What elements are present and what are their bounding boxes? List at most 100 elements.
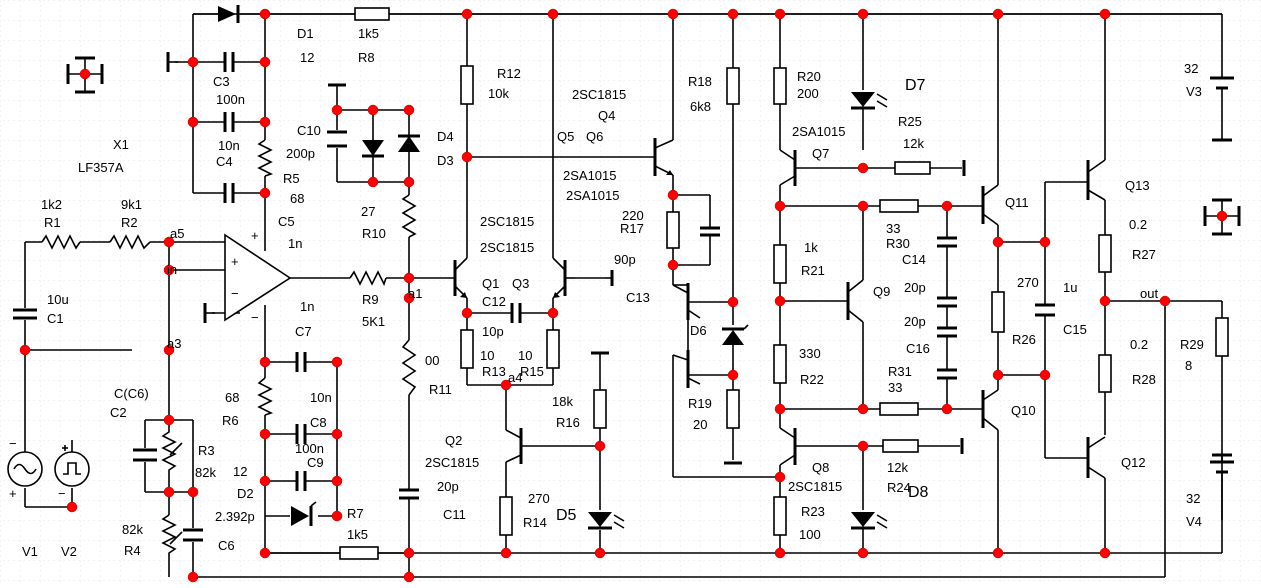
label-v3-value: 32	[1184, 61, 1198, 76]
junction-node	[259, 187, 271, 199]
junction-node	[66, 501, 78, 513]
label-in: in	[167, 262, 177, 277]
label-q13: Q13	[1125, 178, 1150, 193]
label-c10-value: 200p	[286, 146, 315, 161]
junction-node	[1039, 236, 1051, 248]
label-r18: R18	[688, 74, 712, 89]
label-r8-value: 1k5	[358, 26, 379, 41]
diode-d2	[291, 501, 317, 526]
label-r9-value: 5K1	[362, 314, 385, 329]
label-r28: R28	[1132, 372, 1156, 387]
label-r18-value: 6k8	[690, 99, 711, 114]
junction-node	[403, 547, 415, 559]
junction-node	[667, 189, 679, 201]
junction-node	[403, 292, 415, 304]
label-q2-type: 2SC1815	[425, 455, 479, 470]
label-r17: R17	[620, 221, 644, 236]
led-d8	[851, 512, 888, 530]
label-r29-value: 8	[1185, 358, 1192, 373]
junction-node	[1216, 210, 1228, 222]
resistor-r4	[161, 514, 177, 560]
junction-node	[1099, 8, 1111, 20]
label-c9: C9	[307, 455, 324, 470]
resistor-r8	[354, 7, 390, 21]
label-c4-value: 10n	[218, 138, 240, 153]
label-c12: C12	[482, 294, 506, 309]
junction-node	[259, 547, 271, 559]
resistor-r17	[666, 211, 680, 249]
diode-d4	[398, 134, 420, 152]
label-r20-value: 200	[797, 86, 819, 101]
label-c13: C13	[626, 290, 650, 305]
junction-node	[367, 176, 379, 188]
junction-node	[727, 296, 739, 308]
junction-node	[941, 200, 953, 212]
junction-node	[594, 547, 606, 559]
label-c11-value: 20p	[437, 479, 459, 494]
label-c9-value: 100n	[295, 441, 324, 456]
junction-node	[774, 471, 786, 483]
label-r3-value: 82k	[195, 465, 216, 480]
junction-node	[187, 116, 199, 128]
label-d4: D4	[437, 129, 454, 144]
label-d6: D6	[690, 323, 707, 338]
resistors	[41, 7, 1229, 560]
label-d1: D1	[297, 26, 314, 41]
label-r19-value: 20	[693, 417, 707, 432]
junction-node	[461, 307, 473, 319]
junction-node	[992, 236, 1004, 248]
transistor-q1	[453, 257, 468, 299]
label-r20: R20	[797, 69, 821, 84]
junction-node	[857, 200, 869, 212]
label-q7: Q7	[812, 146, 829, 161]
junction-node	[774, 200, 786, 212]
label-c10: C10	[297, 123, 321, 138]
resistor-r10	[401, 194, 417, 238]
junction-node	[163, 344, 175, 356]
labels: D1 12 1k5 R8 C3 100n 10n C4 R5 68 C5 1n …	[9, 26, 1204, 559]
label-r31-value: 33	[888, 380, 902, 395]
label-r12: R12	[497, 66, 521, 81]
junction-node	[331, 356, 343, 368]
label-q3: Q3	[512, 276, 529, 291]
label-q4-type: 2SC1815	[572, 87, 626, 102]
label-r8: R8	[358, 50, 375, 65]
resistor-r2	[109, 234, 151, 250]
label-d5: D5	[556, 507, 577, 524]
label-r4: R4	[124, 543, 141, 558]
transistor-q13	[1086, 159, 1106, 201]
label-r24-value: 12k	[887, 460, 908, 475]
junction-node	[774, 547, 786, 559]
label-a4: a4	[508, 370, 522, 385]
label-c11: C11	[443, 507, 466, 522]
resistor-r6	[257, 377, 274, 416]
label-r14: R14	[523, 515, 547, 530]
label-v2-minus: −	[58, 486, 66, 501]
label-r14-value: 270	[528, 491, 550, 506]
label-x1: X1	[113, 137, 129, 152]
resistor-r26	[991, 291, 1005, 333]
label-r30: R30	[886, 236, 910, 251]
junction-nodes	[19, 8, 1228, 583]
resistor-r7	[339, 546, 379, 560]
transistor-q6	[672, 350, 701, 388]
junction-node	[259, 56, 271, 68]
junction-node	[367, 104, 379, 116]
junction-node	[1099, 547, 1111, 559]
label-r4-value: 82k	[122, 522, 143, 537]
junction-node	[403, 571, 415, 583]
voltage-source-v2	[54, 440, 90, 487]
label-r16: R16	[556, 415, 580, 430]
label-r10: R10	[362, 226, 386, 241]
junction-node	[857, 162, 869, 174]
junction-node	[500, 379, 512, 391]
label-r7-value: 1k5	[347, 527, 368, 542]
label-c15-value: 1u	[1063, 280, 1077, 295]
junction-node	[187, 486, 199, 498]
junction-node	[594, 440, 606, 452]
label-q7-type: 2SA1015	[792, 124, 846, 139]
label-r2-value: 9k1	[121, 197, 142, 212]
label-r21: R21	[801, 263, 825, 278]
label-q1: Q1	[482, 276, 499, 291]
